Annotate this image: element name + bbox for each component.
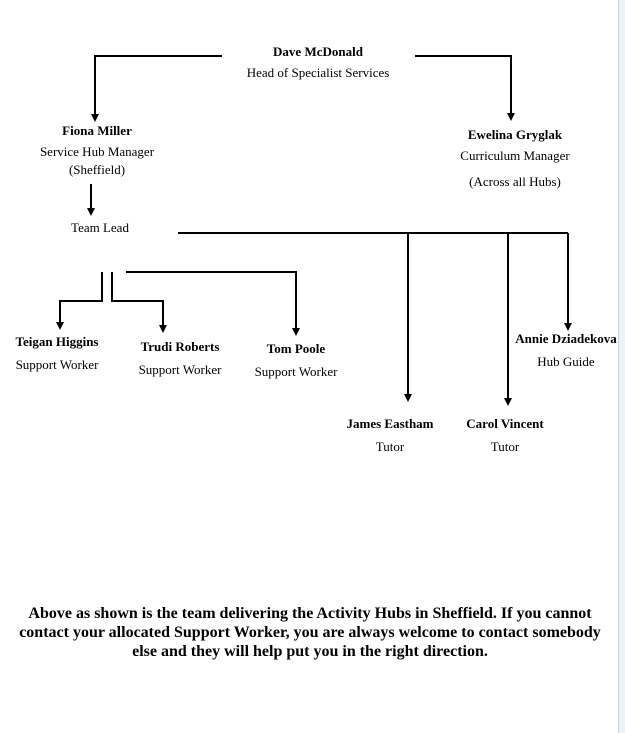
connector-teamlead-teigan [56,272,103,330]
node-annie-dziadekova: Annie Dziadekova Hub Guide [506,331,625,371]
node-fiona-miller: Fiona Miller Service Hub Manager (Sheffi… [22,123,172,179]
node-role: Service Hub Manager [39,144,155,159]
node-name: Tom Poole [266,341,326,356]
node-tom-poole: Tom Poole Support Worker [241,341,351,381]
node-name: Annie Dziadekova [515,331,617,346]
node-role: Hub Guide [537,354,595,369]
node-role-detail: (Across all Hubs) [469,174,561,189]
node-role: Tutor [490,439,520,454]
node-role: Support Worker [138,362,222,377]
connector-teamlead-tom [126,271,300,336]
node-james-eastham: James Eastham Tutor [335,416,445,456]
page-edge [618,0,625,733]
node-name: Ewelina Gryglak [467,127,563,142]
connector-dave-ewelina [415,55,515,121]
node-name: Carol Vincent [466,416,544,431]
node-name: Teigan Higgins [15,334,99,349]
node-team-lead: Team Lead [71,220,129,235]
node-role: Tutor [375,439,405,454]
node-teigan-higgins: Teigan Higgins Support Worker [2,334,112,374]
node-carol-vincent: Carol Vincent Tutor [450,416,560,456]
node-role: Curriculum Manager [460,148,570,163]
node-name: Dave McDonald [273,44,363,59]
node-role: Support Worker [254,364,338,379]
node-role: Support Worker [15,357,99,372]
footer-note: Above as shown is the team delivering th… [19,605,601,660]
node-name: Fiona Miller [62,123,132,138]
connector-dave-fiona [91,55,222,122]
node-trudi-roberts: Trudi Roberts Support Worker [125,339,235,379]
node-role: Head of Specialist Services [246,65,390,80]
node-name: James Eastham [346,416,434,431]
node-dave-mcdonald: Dave McDonald Head of Specialist Service… [218,44,418,82]
node-name: Trudi Roberts [140,339,220,354]
node-role-detail: (Sheffield) [68,162,126,177]
node-ewelina-gryglak: Ewelina Gryglak Curriculum Manager (Acro… [440,127,590,191]
connector-teamlead-trudi [111,272,167,333]
